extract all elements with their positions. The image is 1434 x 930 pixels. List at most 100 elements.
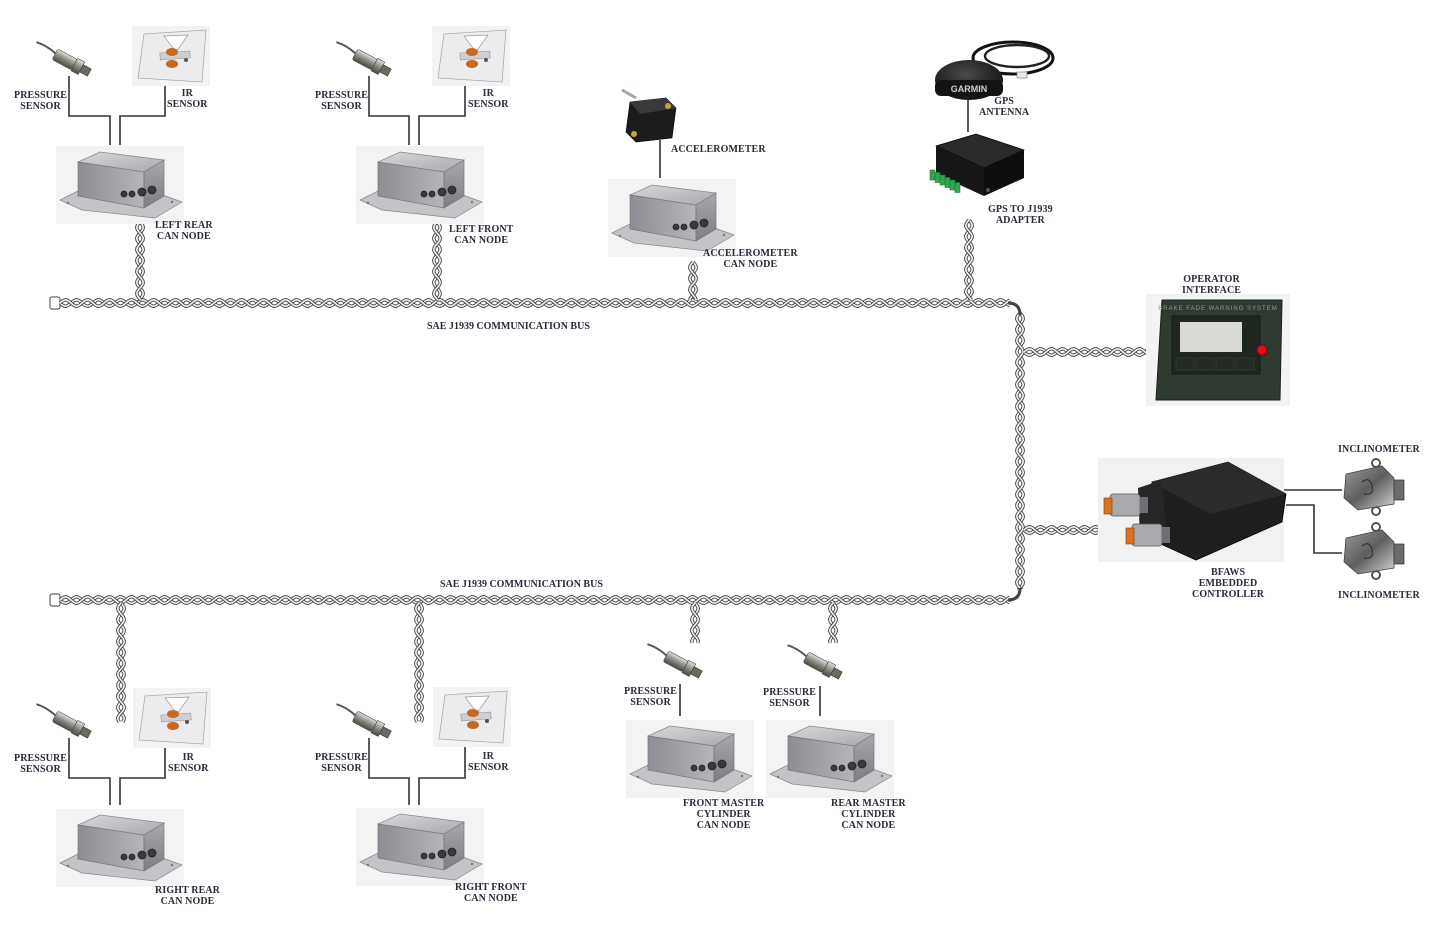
connector-port-icon xyxy=(120,190,128,198)
right-rear-drop-cable xyxy=(116,601,126,723)
connector-port-icon xyxy=(437,187,447,197)
gps-antenna: GARMIN xyxy=(935,40,1055,100)
right-front-pressure-wire xyxy=(368,738,410,805)
gps-drop-cable xyxy=(964,218,974,302)
connector-port-icon xyxy=(838,764,846,772)
connector-port-icon xyxy=(690,764,698,772)
lower-bus-cable xyxy=(58,595,1011,605)
accelerometer-can-node xyxy=(608,179,736,257)
connector-port-icon xyxy=(437,849,447,859)
front-master-drop-cable xyxy=(690,601,700,644)
rear-master-drop-cable xyxy=(828,601,838,644)
right-rear-can-node xyxy=(56,809,184,887)
panel-button xyxy=(1235,357,1255,371)
connector-port-icon xyxy=(698,764,706,772)
inclinometer-top-label: INCLINOMETER xyxy=(1338,444,1420,455)
left-rear-pressure-sensor xyxy=(36,41,92,77)
connector-port-icon xyxy=(689,220,699,230)
terminal-block-icon xyxy=(934,172,941,183)
terminal-block-icon xyxy=(954,182,961,193)
connector-port-icon xyxy=(137,187,147,197)
right-front-pressure-sensor xyxy=(336,703,392,739)
right-rear-ir-wire xyxy=(119,738,166,805)
gps-j1939-adapter xyxy=(929,133,1025,196)
terminal-block-icon xyxy=(949,179,956,191)
terminal-block-icon xyxy=(944,177,951,188)
harness-connector-1 xyxy=(1103,493,1148,517)
lower-bus-label: SAE J1939 COMMUNICATION BUS xyxy=(440,579,603,590)
right-rear-pressure-sensor xyxy=(36,703,92,739)
left-rear-ir-wire xyxy=(119,76,166,145)
rj45-plug xyxy=(1016,71,1028,79)
left-front-ir-sensor xyxy=(432,26,510,86)
upper-bus-label: SAE J1939 COMMUNICATION BUS xyxy=(427,321,590,332)
right-front-ir-wire xyxy=(418,738,466,805)
panel-button xyxy=(1195,357,1215,371)
panel-button xyxy=(1215,357,1235,371)
left-rear-pressure-wire xyxy=(68,76,111,145)
connector-port-icon xyxy=(428,852,436,860)
front-master-pressure-sensor xyxy=(647,643,703,679)
connector-port-icon xyxy=(830,764,838,772)
warning-led-icon xyxy=(1256,344,1268,356)
garmin-logo: GARMIN xyxy=(951,84,988,94)
right-rear-pressure-wire xyxy=(68,738,111,805)
connector-port-icon xyxy=(672,223,680,231)
right-rear-ir-sensor xyxy=(133,688,211,748)
connector-port-icon xyxy=(420,190,428,198)
operator-interface-panel: BRAKE FADE WARNING SYSTEM xyxy=(1146,294,1290,406)
connector-port-icon xyxy=(128,190,136,198)
left-front-ir-wire xyxy=(418,76,466,145)
bus-corner-bottom xyxy=(1007,587,1022,602)
inclinometer-bottom-label: INCLINOMETER xyxy=(1338,590,1420,601)
connector-port-icon xyxy=(699,218,709,228)
connector-port-icon xyxy=(428,190,436,198)
antenna-cable xyxy=(971,40,1055,76)
mount-screw-icon xyxy=(631,131,637,137)
panel-title-text: BRAKE FADE WARNING SYSTEM xyxy=(1158,306,1277,312)
right-front-drop-cable xyxy=(414,601,424,723)
upper-bus-cable xyxy=(58,298,1011,308)
left-rear-ir-sensor xyxy=(132,26,210,86)
left-front-pressure-wire xyxy=(368,76,410,145)
connector-port-icon xyxy=(717,759,727,769)
inclinometer-top xyxy=(1343,458,1405,516)
connector-port-icon xyxy=(128,853,136,861)
right-front-can-node xyxy=(356,808,484,886)
left-front-can-node xyxy=(356,146,484,224)
accelerometer-drop-cable xyxy=(688,260,698,301)
connector-port-icon xyxy=(147,848,157,858)
left-front-drop-cable xyxy=(432,220,442,302)
left-front-pressure-sensor xyxy=(336,41,392,77)
rear-master-pressure-sensor xyxy=(787,644,843,680)
inclinometer-bottom xyxy=(1343,522,1405,580)
wires-layer xyxy=(49,76,1342,805)
inclinometer-bottom-wire xyxy=(1286,504,1342,554)
bfaws-controller xyxy=(1098,458,1287,562)
devices-layer: GARMIN BRAKE FADE WARNING SYSTEM xyxy=(36,26,1405,887)
connector-port-icon xyxy=(847,761,857,771)
left-rear-drop-cable xyxy=(135,220,145,302)
rear-master-can-node xyxy=(766,720,894,798)
connector-port-icon xyxy=(147,185,157,195)
accelerometer-sensor xyxy=(621,88,677,143)
connector-port-icon xyxy=(707,761,717,771)
